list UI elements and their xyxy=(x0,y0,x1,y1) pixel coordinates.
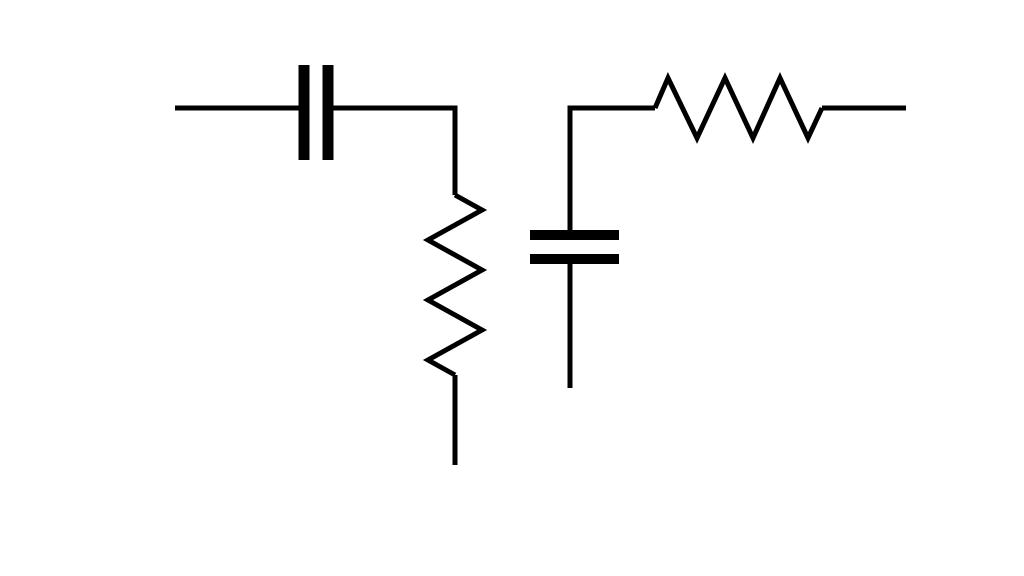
shunt-resistor xyxy=(422,192,488,378)
series-resistor xyxy=(652,71,825,145)
shunt-capacitor xyxy=(530,230,619,264)
wire-to-shunt-resistor xyxy=(332,105,458,195)
wire-to-series-resistor xyxy=(567,105,655,235)
series-capacitor xyxy=(298,65,334,160)
